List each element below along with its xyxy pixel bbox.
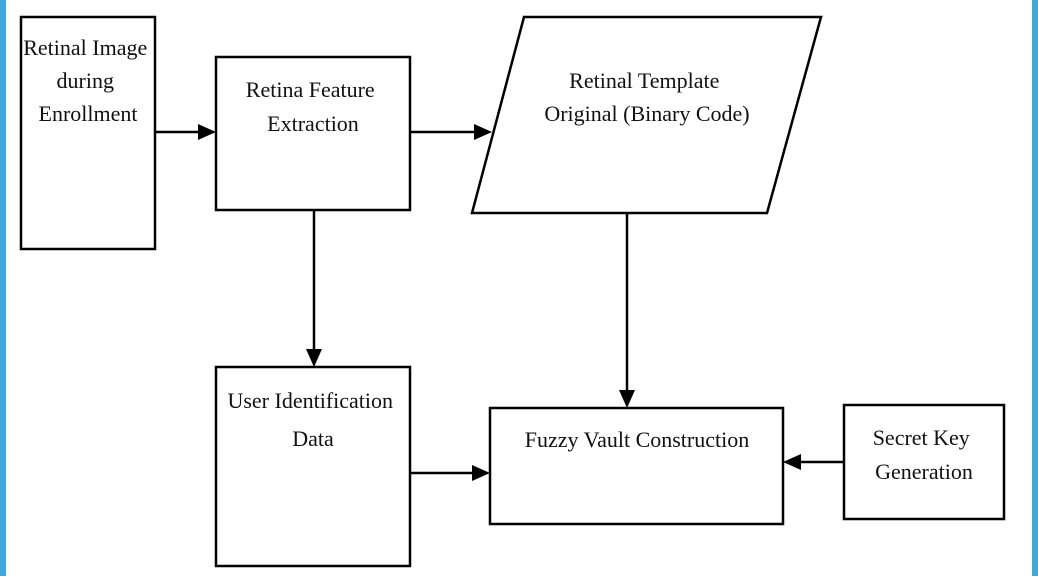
arrowhead xyxy=(619,390,635,408)
frame-border-left xyxy=(0,0,6,576)
feature-extraction-label: Retina Feature Extraction xyxy=(246,77,380,136)
connector-secret-key-to-vault xyxy=(783,454,844,470)
arrowhead xyxy=(306,349,322,367)
retinal-template-parallelogram xyxy=(470,15,823,215)
arrowhead xyxy=(472,465,490,481)
connector-template-to-vault xyxy=(619,213,635,408)
arrowhead xyxy=(474,124,492,140)
retinal-image-box xyxy=(19,15,157,251)
secret-key-label: Secret Key Generation xyxy=(873,425,976,484)
connector-extraction-to-template xyxy=(410,124,492,140)
secret-key-box xyxy=(842,403,1006,521)
connector-user-data-to-vault xyxy=(410,465,490,481)
arrowhead xyxy=(783,454,801,470)
user-identification-label: User Identification Data xyxy=(227,388,398,451)
fuzzy-vault-label: Fuzzy Vault Construction xyxy=(525,427,749,452)
retinal-template-label: Retinal Template Original (Binary Code) xyxy=(544,68,749,126)
retinal-image-label: Retinal Image during Enrollment xyxy=(23,35,153,126)
connector-image-to-extraction xyxy=(155,124,216,140)
connector-extraction-to-user-data xyxy=(306,210,322,367)
frame-border-right xyxy=(1032,0,1038,576)
feature-extraction-box xyxy=(214,55,412,212)
arrowhead xyxy=(198,124,216,140)
fuzzy-vault-box xyxy=(488,406,785,526)
user-identification-box xyxy=(214,365,412,568)
